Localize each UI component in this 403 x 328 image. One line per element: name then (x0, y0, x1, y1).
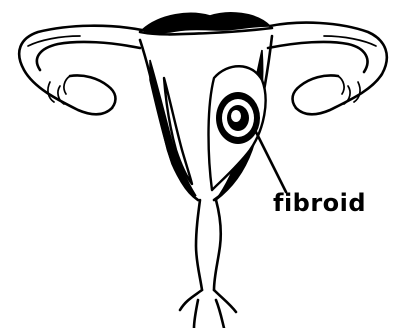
uterine-fundus (140, 13, 272, 35)
left-fallopian-tube (19, 26, 142, 115)
fibroid-mass (216, 92, 260, 144)
right-fallopian-tube (268, 23, 387, 115)
left-uterine-wall (150, 60, 196, 196)
fibroid-label: fibroid (273, 191, 366, 215)
fibroid-pointer-line (256, 132, 286, 192)
cervix (180, 200, 236, 328)
